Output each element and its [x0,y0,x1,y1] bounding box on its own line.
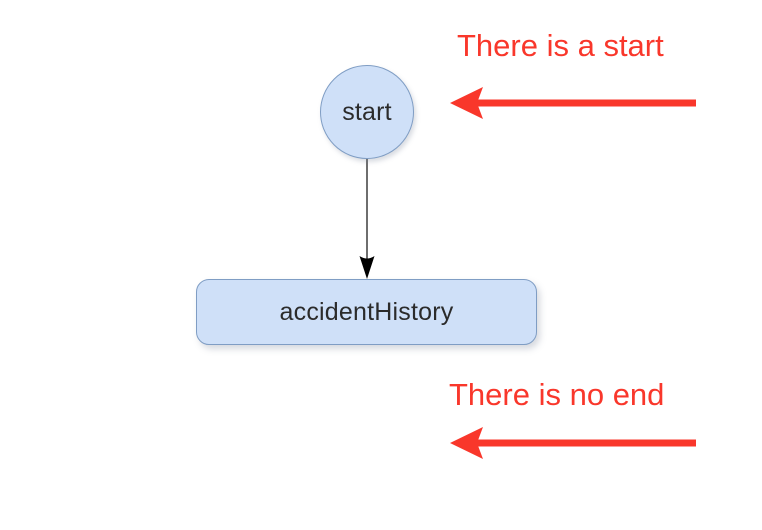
node-start-label: start [342,97,392,126]
annotation-label-there-is-a-start: There is a start [457,28,664,63]
edge-start-to-accidenthistory [359,159,375,279]
node-start[interactable]: start [320,65,414,159]
annotation-arrow-bottom [450,427,696,459]
annotation-arrow-top [450,87,696,119]
node-accidenthistory[interactable]: accidentHistory [196,279,537,345]
annotation-label-there-is-no-end: There is no end [449,377,665,412]
annotation-arrowhead-icon [450,87,483,119]
edge-arrowhead-icon [359,256,375,279]
annotation-arrowhead-icon [450,427,483,459]
node-accidenthistory-label: accidentHistory [279,297,454,326]
